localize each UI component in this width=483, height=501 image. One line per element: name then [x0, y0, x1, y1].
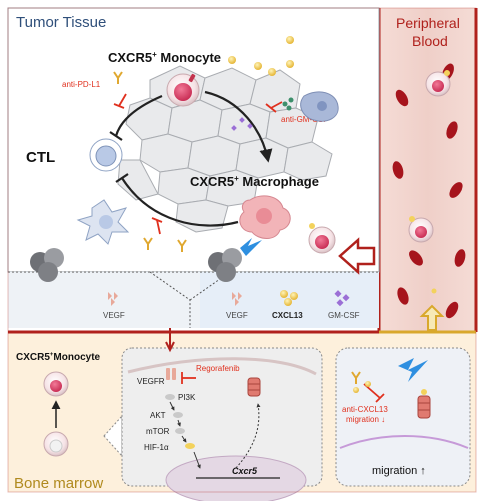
green-antibody-icon: [282, 97, 294, 111]
hif-label: HIF-1α: [144, 443, 169, 452]
tumor-blob-left: [30, 248, 64, 282]
gm-csf-particles-band: [334, 290, 350, 307]
cxcr5-receptor-icon-cell: [247, 377, 261, 397]
anti-cxcl13-sub: migration ↓: [346, 415, 385, 424]
inhibition-mark-4: [181, 372, 196, 384]
cxcl13-dots-migration: [353, 381, 371, 393]
tissue-monocyte-migrating: [308, 223, 336, 254]
lightning-icon-2: [398, 358, 428, 382]
inhibition-mark-2: [265, 101, 283, 113]
bm-monocyte-cell: [43, 371, 69, 397]
tumor-blob-mid: [208, 248, 242, 282]
cycle-arrows: [109, 90, 273, 227]
tumor-tissue-label: Tumor Tissue: [16, 14, 106, 31]
cxcr5-macrophage-cell: [239, 195, 291, 239]
inhibition-mark-3: [151, 217, 163, 235]
ctl-label: CTL: [26, 149, 55, 166]
mtor-label: mTOR: [146, 427, 170, 436]
blood-to-tissue-arrow: [338, 237, 376, 275]
bm-monocyte-title: CXCR5+Monocyte: [16, 352, 101, 363]
bm-progenitor-cell: [43, 431, 69, 457]
anti-pd-l1-label: anti-PD-L1: [62, 80, 101, 89]
monocyte-title: CXCR5+ Monocyte: [108, 50, 221, 65]
vegf-particles-mid: [232, 292, 242, 306]
peripheral-label-1: Peripheral: [396, 15, 460, 31]
inhibition-mark-1: [113, 93, 127, 109]
vegfr-receptor-icon: [166, 368, 176, 380]
antibody-icon-migration: [351, 371, 361, 384]
anti-cxcl13-label: anti-CXCL13: [342, 405, 388, 414]
regorafenib-label: Regorafenib: [196, 364, 240, 373]
gm-csf-label: GM-CSF: [328, 311, 360, 320]
blood-monocyte-2: [408, 216, 434, 243]
akt-label: AKT: [150, 411, 166, 420]
lightning-icon-1: [240, 238, 262, 256]
blood-monocyte-1: [425, 70, 451, 97]
tumor-cell-cluster: [117, 65, 333, 233]
vegf-label-left: VEGF: [103, 311, 125, 320]
cxcl13-particles: [280, 290, 298, 306]
bm-to-blood-arrow: [419, 304, 445, 331]
dendritic-cell-icon: [76, 199, 130, 245]
migration-up-label: migration ↑: [372, 465, 426, 477]
peripheral-label-2: Blood: [412, 33, 448, 49]
cxcl13-label: CXCL13: [272, 311, 303, 320]
bone-marrow-label: Bone marrow: [14, 475, 103, 492]
anti-pd-l1-antibody-icon: [113, 71, 123, 84]
vegf-label-mid: VEGF: [226, 311, 248, 320]
antibody-cluster-bottom: [143, 237, 187, 252]
anti-gm-csf-label: anti-GM-CSF: [281, 115, 328, 124]
cxcr5-receptor-icon-migration: [417, 389, 431, 419]
gm-csf-cell-icon: [300, 91, 339, 122]
red-blood-cells: [392, 63, 466, 319]
vegfr-label: VEGFR: [137, 377, 165, 386]
gm-csf-particles: [231, 117, 253, 131]
vegf-particles-left: [108, 292, 118, 306]
cxcr5-gene-label: Cxcr5: [232, 466, 258, 476]
cell-zoom-panel: [121, 347, 323, 487]
ctl-cell: [89, 138, 123, 172]
cxcr5-monocyte-cell: [166, 73, 200, 107]
cxcl13-dots-tissue: [228, 36, 294, 76]
pi3k-label: PI3K: [178, 393, 196, 402]
macrophage-title: CXCR5+ Macrophage: [190, 174, 319, 189]
